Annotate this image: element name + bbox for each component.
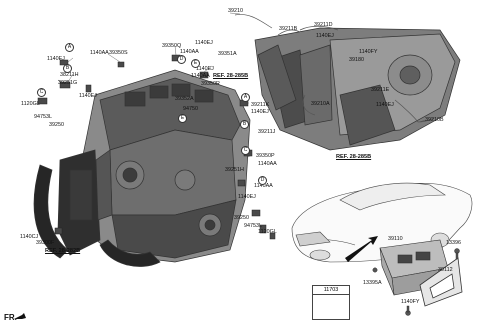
- label-94750: 94750: [183, 106, 198, 112]
- label-39210: 39210: [228, 8, 243, 14]
- label-39351A: 39351A: [218, 51, 237, 57]
- legend-part-number: 11703: [313, 286, 349, 295]
- label-38211H: 38211H: [60, 72, 79, 78]
- callout-B-right: B: [240, 120, 249, 129]
- callout-C-left: C: [37, 88, 46, 97]
- label-1140AA-b: 1140AA: [191, 73, 210, 79]
- label-1140EJ-right: 1140EJ: [376, 102, 394, 108]
- label-39250-left: 39250: [49, 122, 64, 128]
- label-1140EJ-c: 1140EJ: [251, 109, 269, 115]
- label-39110: 39110: [388, 236, 403, 242]
- ref-label-2: REF. 28-285B: [336, 154, 372, 160]
- label-39251G: 39251G: [58, 80, 78, 86]
- label-39112: 39112: [438, 267, 453, 273]
- callout-E-mid: E: [178, 114, 187, 123]
- label-39211E: 39211E: [371, 87, 390, 93]
- label-1140AA-m: 1140AA: [258, 161, 277, 167]
- label-39210A: 39210A: [311, 101, 330, 107]
- callout-D-top: D: [177, 55, 186, 64]
- callout-A-right: A: [241, 93, 250, 102]
- legend-box: 11703: [312, 285, 350, 320]
- label-39211D: 39211D: [314, 22, 333, 28]
- ref-label-3: REF. 28-282B: [45, 248, 81, 254]
- callout-E-top: E: [191, 59, 200, 68]
- label-1120GL-mid: 1120GL: [258, 229, 277, 235]
- label-39350P: 39350P: [256, 153, 275, 159]
- leader-lines: [39, 12, 426, 214]
- callout-A-left: A: [65, 43, 74, 52]
- engine-block: [33, 69, 251, 267]
- label-39350S: 39350S: [109, 50, 128, 56]
- label-39211J: 39211J: [258, 129, 276, 135]
- label-39350Q: 39350Q: [162, 43, 182, 49]
- bolts: [372, 248, 460, 316]
- label-1140EJ-left: 1140EJ: [47, 56, 65, 62]
- callout-B-left: B: [63, 64, 72, 73]
- label-94753L-mid: 94753L: [244, 223, 262, 229]
- callout-arrow: [345, 236, 378, 262]
- label-1140FY: 1140FY: [359, 49, 378, 55]
- ecu-bracket: [419, 257, 463, 307]
- label-13396: 13396: [446, 240, 461, 246]
- sensor-wires: [234, 14, 435, 123]
- label-94753L-left: 94753L: [34, 114, 52, 120]
- front-label: FR.: [4, 313, 17, 322]
- label-1140EJ-n: 1140EJ: [238, 194, 256, 200]
- label-39210B: 39210B: [425, 117, 444, 123]
- label-39180: 39180: [349, 57, 364, 63]
- label-39211K: 39211K: [251, 102, 270, 108]
- front-direction-arrow: [14, 313, 26, 319]
- label-1140EJ-left2: 1140EJ: [79, 93, 97, 99]
- ref-label-1: REF. 28-285B: [213, 73, 249, 79]
- label-1140AA-left: 1140AA: [90, 50, 109, 56]
- callout-D-right: D: [258, 176, 267, 185]
- label-13395A: 13395A: [363, 280, 382, 286]
- label-39250-mid: 39250: [234, 215, 249, 221]
- label-1140EJ-b: 1140EJ: [196, 66, 214, 72]
- label-39251H: 39251H: [225, 167, 244, 173]
- label-39352A: 39352A: [175, 96, 194, 102]
- label-1140AA-a: 1140AA: [180, 49, 199, 55]
- label-1120GL-left: 1120GL: [21, 101, 40, 107]
- label-1140EJ-a: 1140EJ: [195, 40, 213, 46]
- callout-C-right: C: [241, 146, 250, 155]
- label-1140AA-n: 1140AA: [254, 183, 273, 189]
- label-1140CJ: 1140CJ: [20, 234, 39, 240]
- label-39211B: 39211B: [279, 26, 298, 32]
- label-39350R: 39350R: [201, 81, 220, 87]
- label-1140FY-bottom: 1140FY: [401, 299, 420, 305]
- label-39300F: 39300F: [36, 240, 55, 246]
- transmission: [254, 27, 461, 151]
- label-1140EJ-top: 1140EJ: [316, 33, 334, 39]
